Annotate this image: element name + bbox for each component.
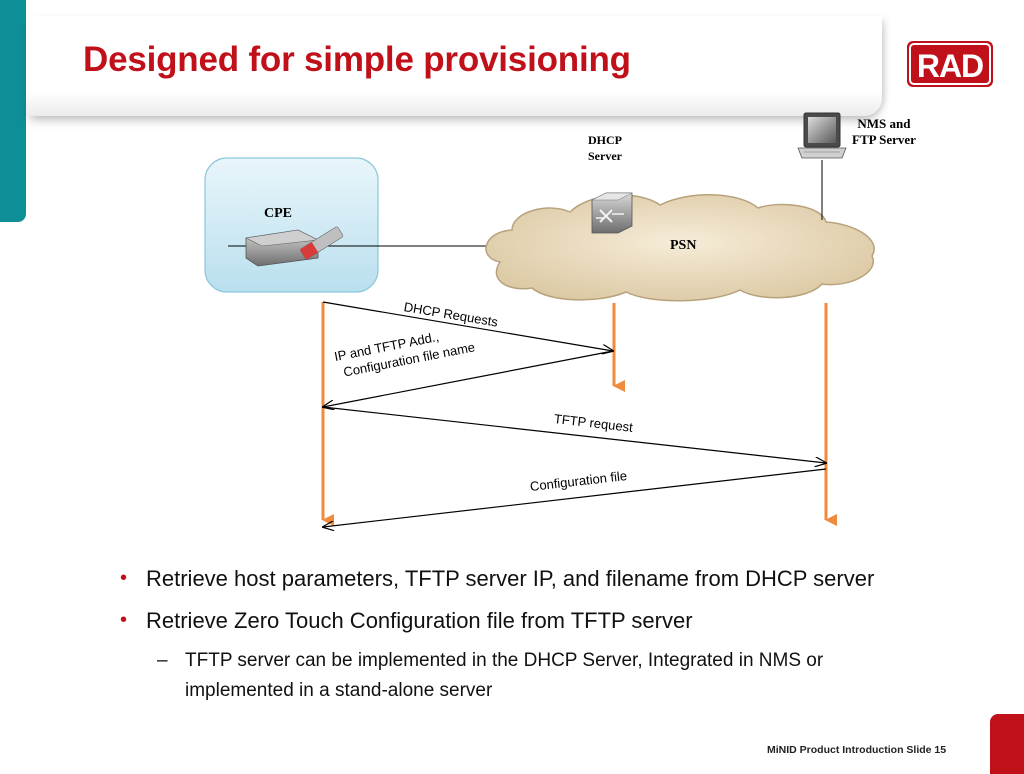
router-switch-icon [591, 192, 633, 234]
sub-bullet-dash-icon: – [157, 650, 168, 671]
bullet-dot-icon: • [120, 567, 128, 589]
cpe-label: CPE [264, 206, 292, 221]
sub-bullet-item: –TFTP server can be implemented in the D… [115, 646, 905, 706]
dhcp-label-line1: DHCP [588, 133, 622, 147]
dhcp-label-line2: Server [588, 149, 622, 163]
msg-arrow-ip-tftp [323, 350, 614, 407]
laptop-icon [797, 112, 847, 159]
slide-footer: MiNID Product Introduction Slide 15 [767, 744, 947, 756]
bullet-text: Retrieve host parameters, TFTP server IP… [146, 566, 875, 591]
provisioning-diagram [204, 112, 875, 560]
cpe-site-box [204, 157, 379, 293]
psn-cloud [485, 194, 875, 302]
msg-arrow-tftp-request [322, 406, 826, 463]
nms-label-line1: NMS and [857, 116, 911, 131]
msg-arrow-config-file [323, 468, 827, 527]
nms-server-label: NMS and FTP Server [852, 116, 916, 148]
bullet-item: • Retrieve Zero Touch Configuration file … [115, 604, 905, 637]
bullet-list: • Retrieve host parameters, TFTP server I… [115, 562, 905, 706]
bullet-text: Retrieve Zero Touch Configuration file f… [146, 608, 693, 633]
nms-label-line2: FTP Server [852, 132, 916, 147]
title-panel [26, 16, 882, 116]
accent-side-bar [0, 0, 26, 222]
slide-title: Designed for simple provisioning [83, 40, 631, 79]
rad-logo: RAD [907, 41, 993, 87]
sub-bullet-text: TFTP server can be implemented in the DH… [185, 650, 824, 701]
msg-arrow-dhcp-requests [322, 301, 613, 351]
dhcp-server-label: DHCP Server [588, 132, 622, 164]
psn-label: PSN [670, 238, 697, 253]
bullet-dot-icon: • [120, 609, 128, 631]
rad-logo-text: RAD [917, 48, 983, 84]
footer-accent-tab [990, 714, 1024, 774]
cpe-device-icon [245, 226, 344, 267]
bullet-item: • Retrieve host parameters, TFTP server I… [115, 562, 905, 595]
